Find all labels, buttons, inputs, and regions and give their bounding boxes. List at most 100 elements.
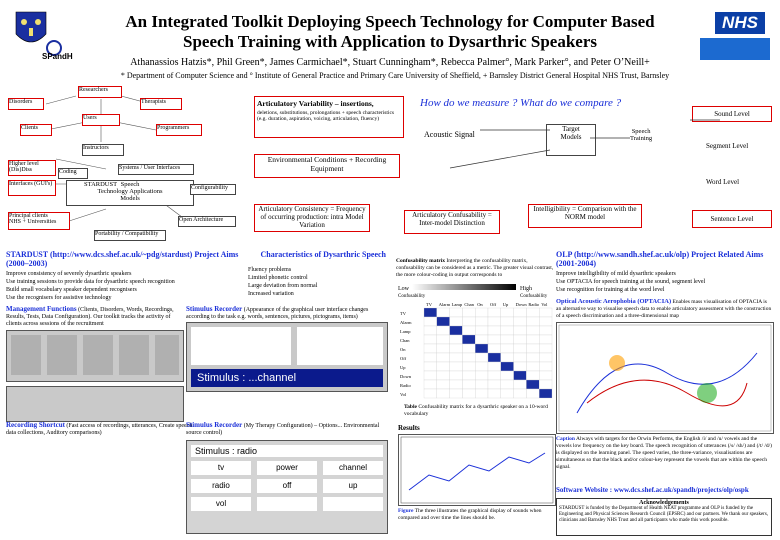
matrix-cell xyxy=(423,361,437,372)
confusability-text: Interpreting the confusability matrix, c… xyxy=(396,258,554,278)
matrix-cell xyxy=(526,370,540,381)
matrix-row-label: On xyxy=(400,347,406,352)
figure-caption: Figure The three illustrates the graphic… xyxy=(398,508,542,521)
matrix-cell xyxy=(539,316,553,327)
matrix-cell xyxy=(539,352,553,363)
stardust-aims: Improve consistency of severely dysarthr… xyxy=(6,270,202,302)
matrix-cell xyxy=(423,307,437,318)
speech-training: Speech Training xyxy=(630,128,653,142)
matrix-cell xyxy=(513,343,527,354)
node-researchers: Researchers xyxy=(78,86,122,98)
matrix-cell xyxy=(449,352,463,363)
node-programmers: Programmers xyxy=(156,124,202,136)
stimulus-recorder-screenshot: Stimulus : ...channel xyxy=(186,322,388,392)
confusability-title: Confusability matrix xyxy=(396,258,446,264)
results-plot xyxy=(398,434,556,506)
olp-aims: Improve intelligibility of mild dysarthr… xyxy=(556,270,772,294)
matrix-cell xyxy=(475,370,489,381)
node-stardust: Speech Technology Applications Models xyxy=(66,180,194,206)
sound-level-box: Sound Level xyxy=(692,106,772,122)
stardust-aim-2: Use training sessions to provide data fo… xyxy=(6,279,175,285)
matrix-cell xyxy=(475,316,489,327)
matrix-cell xyxy=(423,352,437,363)
matrix-cell xyxy=(513,325,527,336)
matrix-cell xyxy=(449,334,463,345)
matrix-cell xyxy=(423,325,437,336)
matrix-cell xyxy=(513,316,527,327)
nhs-logo-bar xyxy=(700,38,770,60)
node-disorders: Disorders xyxy=(8,98,44,110)
matrix-cell xyxy=(449,379,463,390)
matrix-cell xyxy=(513,370,527,381)
matrix-cell xyxy=(487,388,501,399)
confusability-desc: Confusability matrix Interpreting the co… xyxy=(396,258,554,279)
software-website[interactable]: Software Website : www.dcs.shef.ac.uk/sp… xyxy=(556,486,749,494)
university-crest-logo: SPandH xyxy=(6,8,73,64)
stimulus-cell[interactable]: tv xyxy=(191,461,251,475)
matrix-cell xyxy=(462,361,476,372)
word-level: Word Level xyxy=(706,178,740,186)
stimulus-config-title: Stimulus Recorder xyxy=(186,421,243,429)
environmental-conditions-box: Environmental Conditions + Recording Equ… xyxy=(254,154,400,178)
olp-title: OLP (http://www.sandh.shef.ac.uk/olp) Pr… xyxy=(556,250,764,268)
articulatory-variability-detail: deletions, substitutions, prolongations … xyxy=(257,110,395,122)
matrix-col-label: TV xyxy=(426,302,433,307)
matrix-cell xyxy=(449,370,463,381)
matrix-cell xyxy=(436,343,450,354)
recording-shortcut-screenshot xyxy=(6,386,184,422)
matrix-cell xyxy=(436,352,450,363)
matrix-cell xyxy=(436,325,450,336)
matrix-col-label: Radio xyxy=(528,302,539,307)
matrix-cell xyxy=(513,352,527,363)
matrix-row-label: Up xyxy=(400,365,406,370)
acknowledgements-title: Acknowledgements xyxy=(639,500,689,506)
measure-arrows xyxy=(449,119,720,169)
node-interfaces: Interfaces (GUI's) xyxy=(8,180,56,196)
matrix-cell xyxy=(462,325,476,336)
matrix-cell xyxy=(513,334,527,345)
matrix-cell xyxy=(462,334,476,345)
stimulus-cell[interactable]: up xyxy=(323,479,383,493)
matrix-cell xyxy=(475,352,489,363)
confusability-colour-scale xyxy=(412,284,516,290)
stimulus-recorder-desc: Stimulus Recorder (Appearance of the gra… xyxy=(186,306,392,321)
matrix-cell xyxy=(500,316,514,327)
articulatory-variability-title: Articulatory Variability – insertions, xyxy=(257,99,374,108)
segment-level: Segment Level xyxy=(706,142,749,150)
matrix-cell xyxy=(423,388,437,399)
stakeholder-diagram xyxy=(45,95,187,223)
matrix-cell xyxy=(539,307,553,318)
stimulus-banner: Stimulus : ...channel xyxy=(191,369,383,387)
title-line-1: An Integrated Toolkit Deploying Speech T… xyxy=(125,12,655,31)
stimulus-cell[interactable] xyxy=(257,497,317,511)
stimulus-cell[interactable] xyxy=(323,497,383,511)
matrix-cell xyxy=(513,379,527,390)
matrix-cell xyxy=(526,343,540,354)
stimulus-cell[interactable]: channel xyxy=(323,461,383,475)
matrix-cell xyxy=(436,361,450,372)
matrix-cell xyxy=(475,307,489,318)
matrix-cell xyxy=(423,316,437,327)
stimulus-cell[interactable]: power xyxy=(257,461,317,475)
management-functions: Management Functions (Clients, Disorders… xyxy=(6,306,182,328)
stimulus-cell[interactable]: vol xyxy=(191,497,251,511)
matrix-row-label: Vol xyxy=(400,392,407,397)
matrix-cell xyxy=(436,388,450,399)
stimulus-grid: tv power channel radio off up vol xyxy=(191,461,383,511)
matrix-cell xyxy=(423,379,437,390)
confusability-high: High xyxy=(520,286,532,292)
matrix-cell xyxy=(487,352,501,363)
author-list: Athanassios Hatzis*, Phil Green*, James … xyxy=(130,57,650,68)
matrix-cell xyxy=(526,325,540,336)
matrix-row-label: Chan xyxy=(400,338,410,343)
stimulus-cell[interactable]: radio xyxy=(191,479,251,493)
stardust-aim-3: Build small vocabulary speaker dependent… xyxy=(6,287,137,293)
optacia-map xyxy=(556,322,774,434)
spandh-label: SPandH xyxy=(42,52,73,61)
matrix-cell xyxy=(526,388,540,399)
stardust-aim-1: Improve consistency of severely dysarthr… xyxy=(6,271,132,277)
node-clients: Clients xyxy=(20,124,52,136)
stimulus-cell[interactable]: off xyxy=(257,479,317,493)
matrix-cell xyxy=(487,334,501,345)
matrix-cell xyxy=(449,325,463,336)
